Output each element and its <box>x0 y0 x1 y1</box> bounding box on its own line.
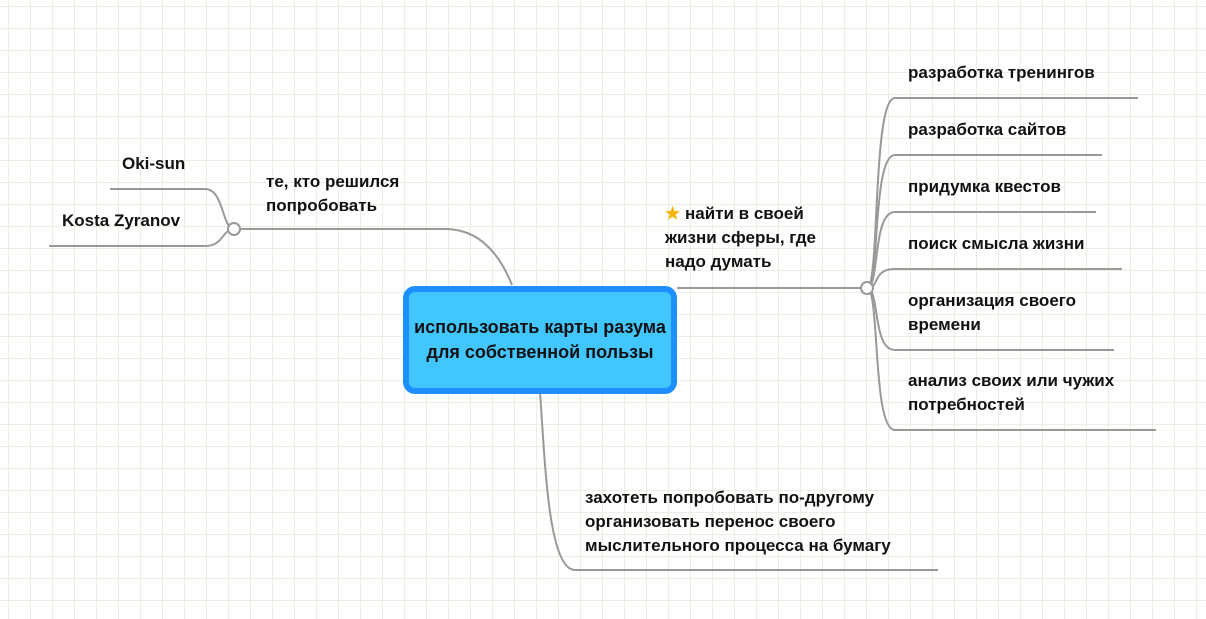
connector-left <box>234 228 513 286</box>
topic-bottom[interactable]: захотеть попробовать по-другому организо… <box>585 488 891 555</box>
topic-kosta-zyranov[interactable]: Kosta Zyranov <box>62 211 181 230</box>
central-topic[interactable]: использовать карты разума для собственно… <box>403 286 677 394</box>
collapse-toggle-right[interactable] <box>860 281 874 295</box>
connector-bottom <box>539 391 938 571</box>
topic-r3[interactable]: придумка квестов <box>908 177 1061 196</box>
topic-r4[interactable]: поиск смысла жизни <box>908 234 1085 253</box>
topic-right[interactable]: ★ найти в своей жизни сферы, где надо ду… <box>665 204 816 271</box>
topic-r2[interactable]: разработка сайтов <box>908 120 1067 139</box>
topic-r5[interactable]: организация своего времени <box>908 291 1077 334</box>
topic-left[interactable]: те, кто решился попробовать <box>266 172 400 215</box>
collapse-toggle-left[interactable] <box>227 222 241 236</box>
topic-r1[interactable]: разработка тренингов <box>908 63 1095 82</box>
topic-oki-sun[interactable]: Oki-sun <box>122 154 186 173</box>
topic-r6[interactable]: анализ своих или чужих потребностей <box>908 371 1115 414</box>
star-icon: ★ <box>665 204 681 223</box>
